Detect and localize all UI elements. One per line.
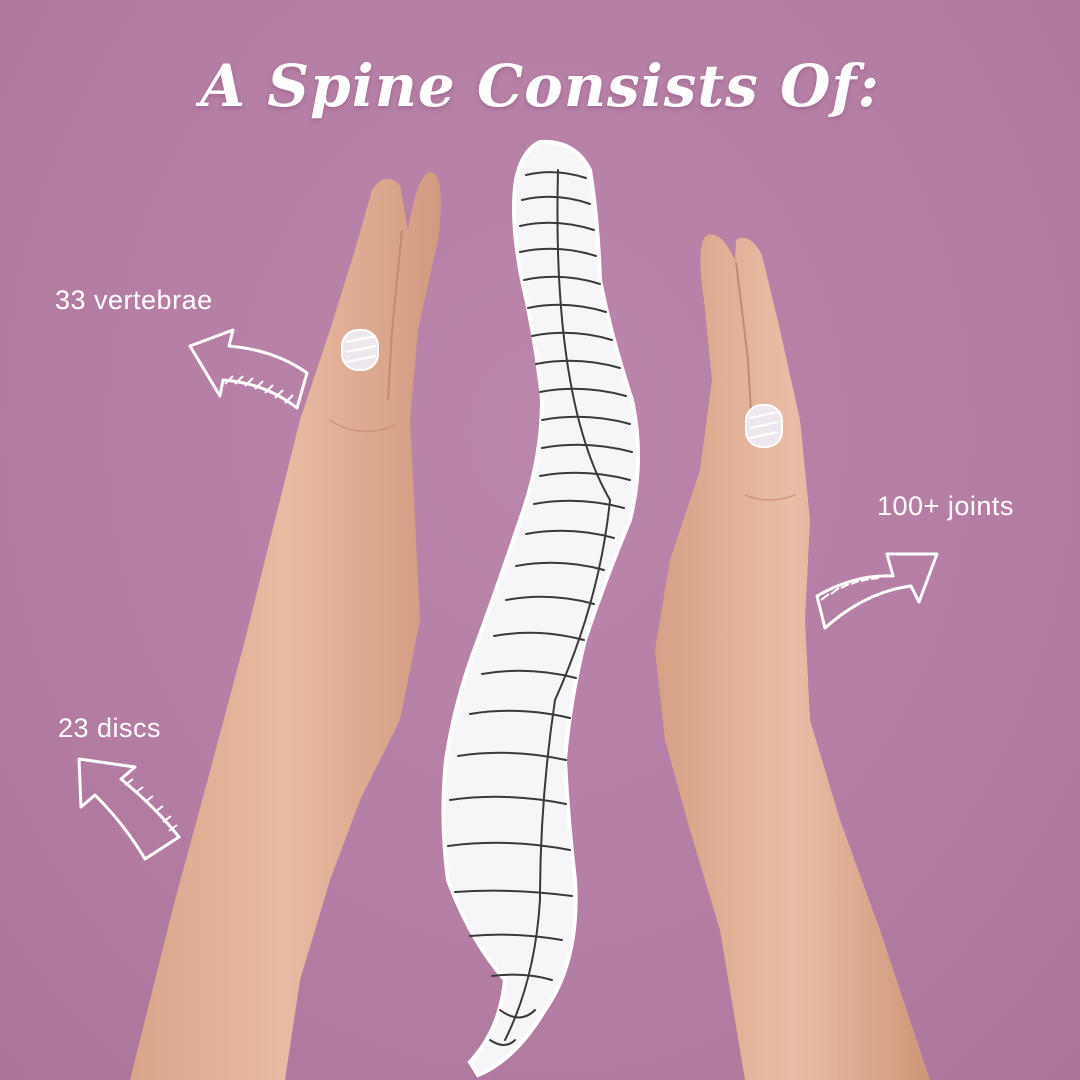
- page-title: A Spine Consists Of:: [200, 52, 880, 120]
- arrow-up-left-icon: [77, 757, 181, 861]
- arrow-up-left-icon: [188, 328, 309, 410]
- left-hand: [130, 171, 441, 1080]
- arrow-up-right-icon: [815, 552, 939, 630]
- right-hand: [655, 234, 930, 1080]
- spine-illustration: [441, 139, 640, 1078]
- label-joints: 100+ joints: [877, 491, 1014, 521]
- label-vertebrae: 33 vertebrae: [55, 285, 213, 315]
- label-discs: 23 discs: [58, 713, 162, 743]
